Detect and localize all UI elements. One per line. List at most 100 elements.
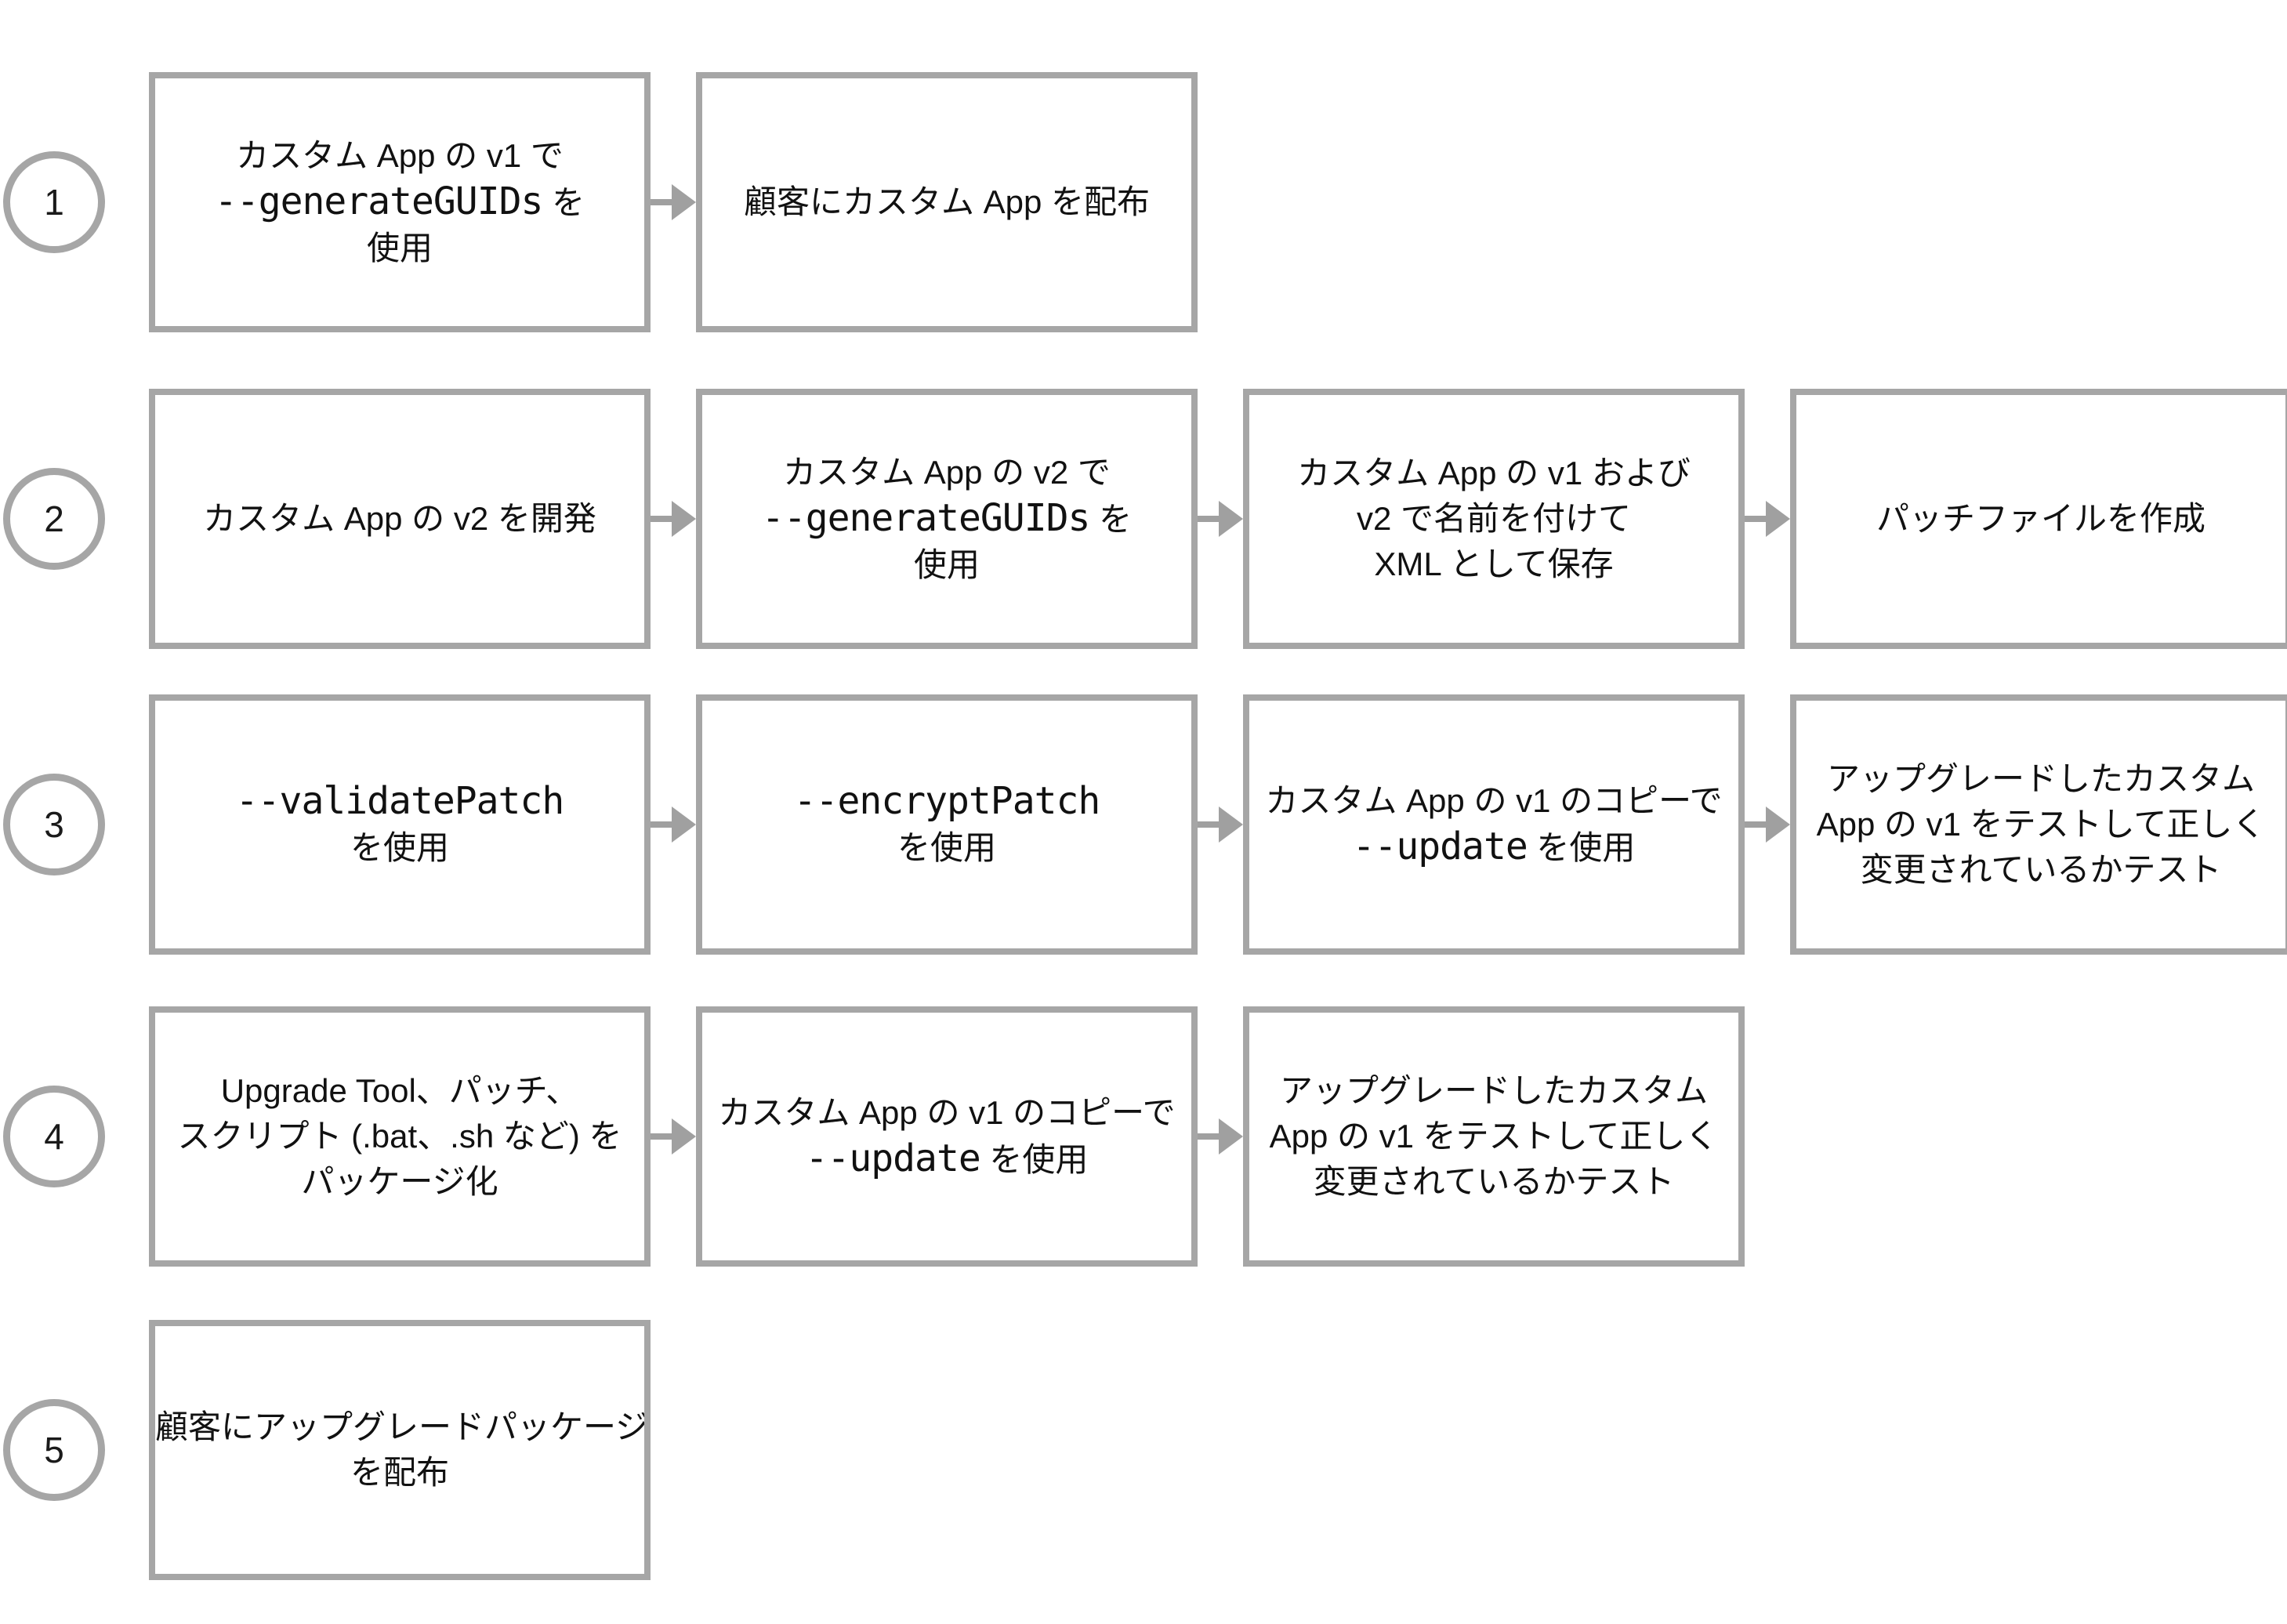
flow-row-3: 3 --validatePatch を使用 --encryptPatch を使用 カスタ… <box>0 694 2287 955</box>
box-text-line: Upgrade Tool、パッチ、 <box>155 1068 644 1114</box>
box-text: カスタム App の v1 のコピーで --update を使用 <box>1249 778 1738 871</box>
box-text-line: を配布 <box>155 1450 644 1495</box>
box-text-line: --encryptPatch <box>702 778 1191 825</box>
label-text: スクリプト (.bat、.sh など) を <box>177 1118 622 1155</box>
flow-row-5: 5 顧客にアップグレードパッケージを配布 <box>0 1320 651 1580</box>
label-text: 使用 <box>366 230 433 266</box>
flow-step-box: カスタム App の v1 で--generateGUIDs を使用 <box>149 72 651 332</box>
flow-arrow <box>651 1006 696 1267</box>
flow-step-box: カスタム App の v1 および v2 で名前を付けて XML として保存 <box>1243 389 1745 649</box>
flow-arrow <box>1745 389 1790 649</box>
label-text: 変更されているかテスト <box>1313 1163 1675 1200</box>
flow-step-box: カスタム App の v2 を開発 <box>149 389 651 649</box>
label-text: XML として保存 <box>1374 546 1614 582</box>
step-number: 3 <box>44 804 64 845</box>
box-text-line: 顧客にアップグレードパッケージ <box>155 1405 644 1450</box>
arrow-right-icon <box>1745 807 1790 843</box>
label-text: カスタム App の v1 および <box>1297 455 1691 491</box>
label-text: カスタム App の v1 のコピーで <box>718 1094 1176 1131</box>
arrow-right-icon <box>651 1118 696 1155</box>
box-text-line: を使用 <box>155 825 644 871</box>
flow-step-box: カスタム App の v1 のコピーで --update を使用 <box>1243 694 1745 955</box>
box-text-line: パッケージ化 <box>155 1159 644 1205</box>
label-text: を使用 <box>897 829 996 866</box>
arrow-right-icon <box>1198 1118 1243 1155</box>
step-number: 4 <box>44 1116 64 1157</box>
command-text: --encryptPatch <box>793 779 1101 823</box>
box-text-line: --update を使用 <box>1249 824 1738 871</box>
step-circle: 5 <box>3 1399 105 1501</box>
label-text: カスタム App の v1 で <box>236 137 564 174</box>
box-text: パッチファイルを作成 <box>1796 496 2285 542</box>
label-text: を配布 <box>350 1454 449 1491</box>
box-text-line: 変更されているかテスト <box>1796 847 2285 893</box>
flow-step-box: アップグレードしたカスタム App の v1 をテストして正しく変更されているかテ… <box>1790 694 2287 955</box>
flow-arrow <box>1198 389 1243 649</box>
flow-row-1: 1 カスタム App の v1 で--generateGUIDs を使用顧客にカ… <box>0 72 1198 332</box>
arrow-right-icon <box>651 807 696 843</box>
box-text-line: アップグレードしたカスタム <box>1249 1068 1738 1114</box>
flow-arrow <box>1198 1006 1243 1267</box>
flow-row-4: 4 Upgrade Tool、パッチ、スクリプト (.bat、.sh など) を… <box>0 1006 1745 1267</box>
row-boxes: カスタム App の v1 で--generateGUIDs を使用顧客にカスタ… <box>149 72 1198 332</box>
command-text: --update <box>1352 825 1528 868</box>
label-text: アップグレードしたカスタム <box>1826 760 2255 797</box>
flow-step-box: カスタム App の v2 で--generateGUIDs を使用 <box>696 389 1198 649</box>
flow-arrow <box>651 389 696 649</box>
box-text: Upgrade Tool、パッチ、スクリプト (.bat、.sh など) をパッ… <box>155 1068 644 1205</box>
box-text-line: 顧客にカスタム App を配布 <box>702 179 1191 225</box>
label-text: 使用 <box>913 546 980 583</box>
label-text: 変更されているかテスト <box>1860 851 2222 888</box>
box-text-line: パッチファイルを作成 <box>1796 496 2285 542</box>
step-circle-slot: 3 <box>0 694 149 955</box>
box-text-line: カスタム App の v1 および <box>1249 451 1738 496</box>
label-text: を <box>1089 501 1133 538</box>
label-text: パッチファイルを作成 <box>1876 500 2205 537</box>
step-number: 2 <box>44 498 64 539</box>
command-text: --validatePatch <box>235 779 564 823</box>
box-text-line: --update を使用 <box>702 1136 1191 1183</box>
arrow-right-icon <box>651 501 696 537</box>
box-text-line: を使用 <box>702 825 1191 871</box>
box-text: 顧客にカスタム App を配布 <box>702 179 1191 225</box>
step-circle: 3 <box>3 774 105 875</box>
label-text: 顧客にアップグレードパッケージ <box>155 1408 649 1445</box>
step-circle-slot: 5 <box>0 1320 149 1580</box>
box-text-line: 変更されているかテスト <box>1249 1159 1738 1205</box>
label-text: Upgrade Tool、パッチ、 <box>220 1072 579 1109</box>
label-text: カスタム App の v1 のコピーで <box>1265 782 1723 819</box>
arrow-right-icon <box>1198 501 1243 537</box>
arrow-right-icon <box>1745 501 1790 537</box>
box-text-line: カスタム App の v1 のコピーで <box>1249 778 1738 824</box>
arrow-right-icon <box>1198 807 1243 843</box>
label-text: を <box>542 184 585 221</box>
row-boxes: --validatePatch を使用 --encryptPatch を使用 カスタム … <box>149 694 2287 955</box>
step-circle-slot: 1 <box>0 72 149 332</box>
flow-step-box: 顧客にカスタム App を配布 <box>696 72 1198 332</box>
arrow-right-icon <box>651 184 696 220</box>
box-text-line: カスタム App の v2 を開発 <box>155 496 644 542</box>
box-text-line: 使用 <box>702 542 1191 588</box>
flow-arrow <box>1198 694 1243 955</box>
box-text-line: App の v1 をテストして正しく <box>1249 1114 1738 1159</box>
flow-step-box: Upgrade Tool、パッチ、スクリプト (.bat、.sh など) をパッ… <box>149 1006 651 1267</box>
command-text: --generateGUIDs <box>761 496 1090 540</box>
flow-step-box: --encryptPatch を使用 <box>696 694 1198 955</box>
flow-step-box: --validatePatch を使用 <box>149 694 651 955</box>
box-text-line: カスタム App の v2 で <box>702 450 1191 495</box>
flow-row-2: 2 カスタム App の v2 を開発 カスタム App の v2 で--gene… <box>0 389 2287 649</box>
step-number: 5 <box>44 1430 64 1470</box>
label-text: カスタム App の v2 を開発 <box>203 500 596 537</box>
box-text-line: --generateGUIDs を <box>702 495 1191 542</box>
box-text-line: v2 で名前を付けて <box>1249 496 1738 542</box>
flow-arrow <box>651 72 696 332</box>
box-text-line: App の v1 をテストして正しく <box>1796 802 2285 847</box>
step-circle: 2 <box>3 468 105 570</box>
label-text: を使用 <box>350 829 449 866</box>
box-text: アップグレードしたカスタム App の v1 をテストして正しく変更されているかテ… <box>1796 756 2285 893</box>
box-text: カスタム App の v1 のコピーで --update を使用 <box>702 1090 1191 1183</box>
label-text: を使用 <box>980 1141 1089 1178</box>
